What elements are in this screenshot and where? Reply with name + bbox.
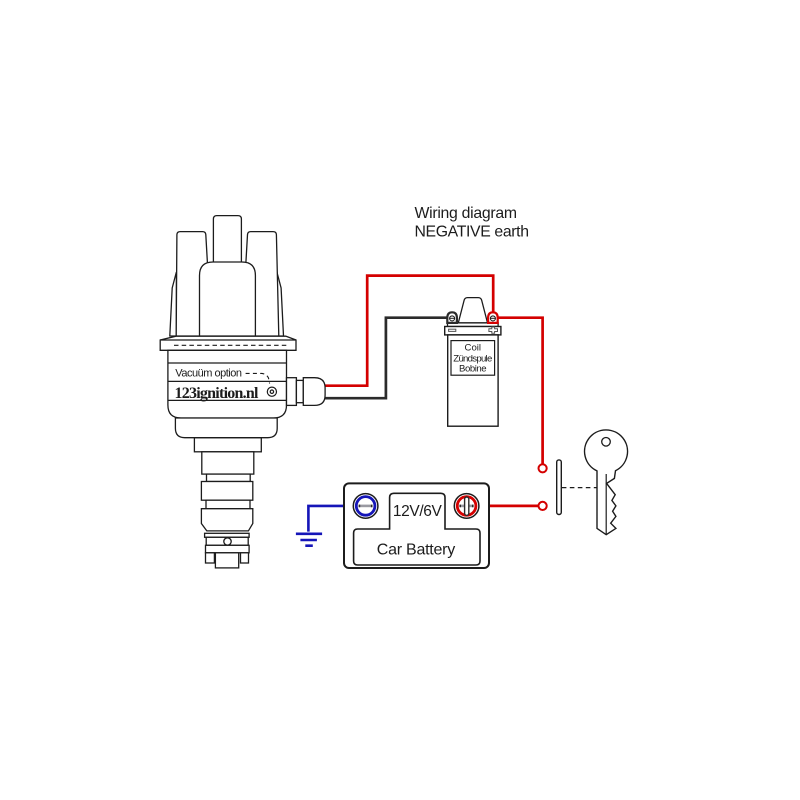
- svg-text:Bobine: Bobine: [459, 364, 487, 375]
- svg-text:Zündspule: Zündspule: [453, 354, 492, 365]
- svg-text:Wiring diagram: Wiring diagram: [415, 205, 518, 222]
- svg-text:NEGATIVE earth: NEGATIVE earth: [415, 224, 530, 241]
- svg-text:Coil: Coil: [465, 343, 482, 354]
- svg-text:Vacuüm option: Vacuüm option: [175, 367, 242, 379]
- svg-text:Car Battery: Car Battery: [377, 542, 456, 559]
- svg-text:12V/6V: 12V/6V: [393, 503, 443, 520]
- svg-text:123ignition.nl: 123ignition.nl: [175, 385, 260, 402]
